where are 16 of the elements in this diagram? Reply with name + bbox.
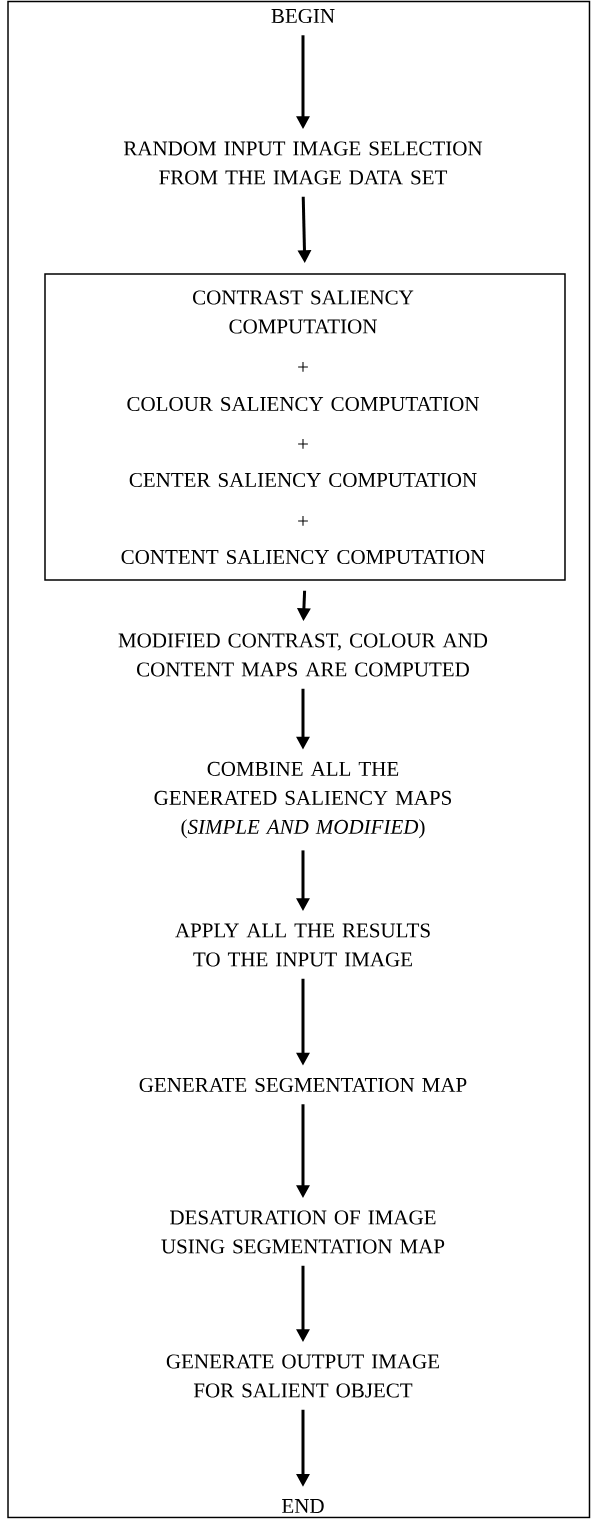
plus-sign: + bbox=[298, 516, 308, 526]
step-text: CENTER SALIENCY COMPUTATION bbox=[129, 472, 477, 488]
step-text: END bbox=[282, 1499, 324, 1513]
step-text: CONTRAST SALIENCY COMPUTATION bbox=[193, 290, 414, 334]
plus-sign: + bbox=[298, 439, 308, 449]
step-text: GENERATE OUTPUT IMAGE FOR SALIENT OBJECT bbox=[166, 1354, 439, 1398]
step-text: RANDOM INPUT IMAGE SELECTION FROM THE IMAGE DATA SET bbox=[123, 141, 483, 185]
step-text: DESATURATION OF IMAGE USING SEGMENTATION MAP bbox=[161, 1210, 445, 1254]
step-text: CONTENT SALIENCY COMPUTATION bbox=[121, 549, 485, 565]
step-text: APPLY ALL THE RESULTS TO THE INPUT IMAGE bbox=[175, 923, 430, 967]
step-text: BEGIN bbox=[271, 8, 335, 24]
plus-sign: + bbox=[298, 362, 308, 372]
step-text: MODIFIED CONTRAST, COLOUR AND CONTENT MAPS ARE COMPUTED bbox=[118, 633, 488, 677]
step-text: GENERATE SEGMENTATION MAP bbox=[139, 1077, 467, 1093]
step-text: COMBINE ALL THE GENERATED SALIENCY MAPS (SIMPLE AND MODIFIED) bbox=[154, 761, 451, 839]
step-text: COLOUR SALIENCY COMPUTATION bbox=[127, 396, 479, 412]
